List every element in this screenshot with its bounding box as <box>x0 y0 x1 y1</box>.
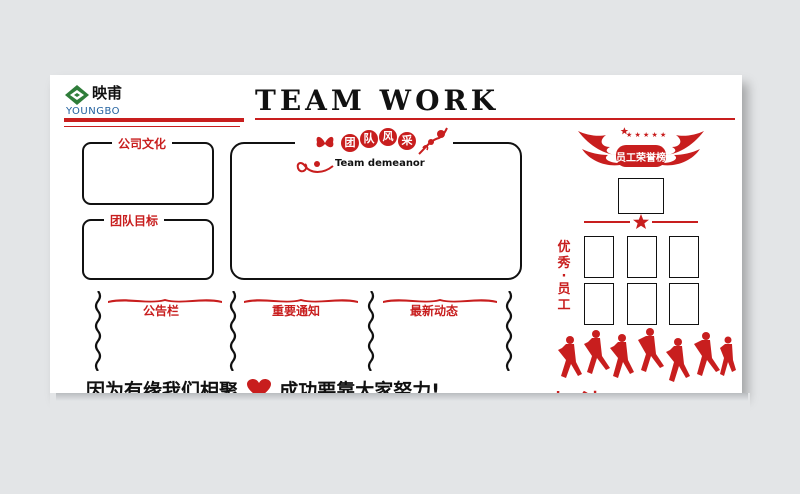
ribbon-ornament-icon <box>108 299 222 303</box>
ribbon-ornament-icon <box>383 299 497 303</box>
honor-photo-frame <box>627 236 657 278</box>
section-ribbon-news <box>383 290 497 303</box>
vert-char-2: 秀 <box>557 256 571 271</box>
butterfly-icon <box>316 136 334 148</box>
section-important-label: 重要通知 <box>272 304 321 318</box>
team-style-chars: 团 队 风 采 <box>341 128 417 154</box>
team-style-char-4: 采 <box>398 132 416 150</box>
honor-photo-frame <box>669 236 699 278</box>
logo-mark-icon <box>65 85 89 105</box>
wavy-divider-1 <box>94 291 102 371</box>
jumping-people-icon <box>558 328 736 382</box>
honor-badge-label: 员工荣誉榜 <box>616 153 666 164</box>
header-rule-left-thin <box>64 126 240 127</box>
vert-char-4: 员 <box>557 282 571 297</box>
honor-badge: ★ ★ ★ ★ ★ 员工荣誉榜 <box>576 125 706 177</box>
honor-photo-frame <box>584 283 614 325</box>
board-title: TEAM WORK <box>255 84 500 117</box>
vert-char-5: 工 <box>557 298 571 313</box>
vert-char-1: 优 <box>557 240 571 255</box>
goal-panel <box>82 219 214 280</box>
flower-vine-icon <box>418 127 448 155</box>
star-icon <box>633 214 649 229</box>
honor-photo-frame-top <box>618 178 664 214</box>
wavy-divider-2 <box>229 291 237 371</box>
header-rule-center <box>255 118 735 120</box>
team-style-header: 团 队 风 采 Team demeanor <box>295 124 453 180</box>
honor-vertical-label: 优 秀 · 员 工 <box>557 240 571 314</box>
board-bottom-edge <box>50 393 750 494</box>
culture-label: 公司文化 <box>112 135 173 152</box>
heart-icon <box>246 379 271 398</box>
section-notice-label: 公告栏 <box>143 304 180 318</box>
logo-cn: 映甫 <box>92 84 123 102</box>
brand-logo: 映甫 YOUNGBO <box>64 82 144 120</box>
team-style-en: Team demeanor <box>335 158 425 169</box>
honor-badge-label-bg <box>616 145 666 167</box>
honor-photo-frame <box>627 283 657 325</box>
logo-en: YOUNGBO <box>66 106 121 117</box>
header-rule-left <box>64 118 244 122</box>
team-style-char-2: 队 <box>360 130 378 148</box>
board-bottom-shadow <box>56 393 748 401</box>
wavy-divider-4 <box>505 291 513 371</box>
honor-rule-left <box>584 221 630 223</box>
honor-photo-frame <box>584 236 614 278</box>
goal-label: 团队目标 <box>104 212 165 229</box>
team-style-char-3: 风 <box>379 128 397 146</box>
section-ribbon-notice <box>108 290 222 303</box>
section-news-label: 最新动态 <box>410 304 459 318</box>
section-ribbon-important <box>244 290 358 303</box>
honor-photo-frame <box>669 283 699 325</box>
swirl-ornament-icon <box>296 161 334 173</box>
ribbon-ornament-icon <box>244 299 358 303</box>
svg-text:★ ★ ★ ★ ★: ★ ★ ★ ★ ★ <box>626 131 666 139</box>
honor-rule-right <box>652 221 698 223</box>
vert-char-3: · <box>561 269 567 284</box>
team-style-char-1: 团 <box>341 134 359 152</box>
wavy-divider-3 <box>367 291 375 371</box>
wings-icon: ★ ★ ★ ★ ★ <box>578 127 704 166</box>
